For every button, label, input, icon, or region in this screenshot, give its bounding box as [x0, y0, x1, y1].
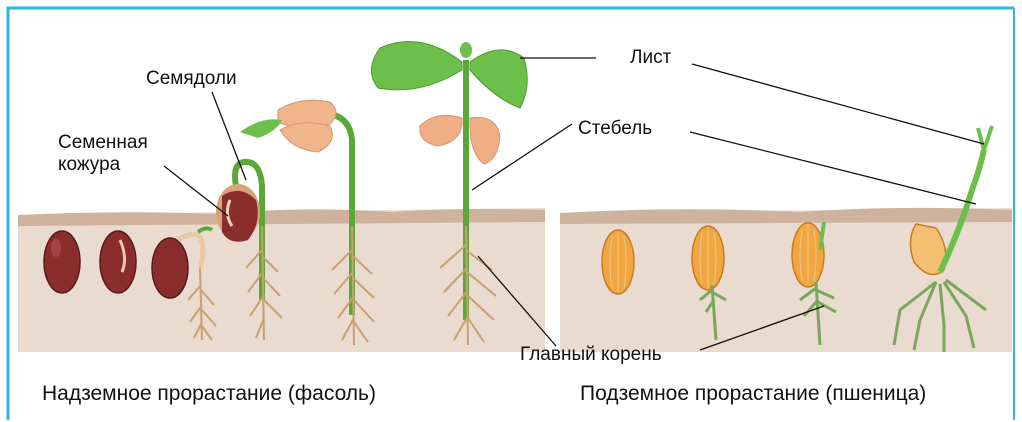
leader-seed-coat	[164, 166, 228, 216]
bean-seed-1	[44, 231, 80, 293]
caption-epigeal: Надземное прорастание (фасоль)	[42, 382, 376, 406]
bean-leaf-right	[470, 50, 527, 108]
label-main-root: Главный корень	[520, 344, 662, 366]
caption-hypogeal: Подземное прорастание (пшеница)	[580, 382, 926, 406]
bean-seed-3	[152, 238, 188, 298]
leader-cotyledons	[212, 92, 246, 180]
label-cotyledons: Семядоли	[146, 68, 237, 90]
label-seed-coat-line2: кожура	[58, 154, 120, 176]
leader-leaf-wheat	[692, 64, 984, 144]
label-stem: Стебель	[578, 118, 652, 140]
label-seed-coat-line1: Семенная	[58, 132, 148, 154]
leader-stem-wheat	[690, 132, 976, 204]
bean-seed-2	[100, 231, 136, 293]
label-leaf: Лист	[630, 47, 671, 69]
bean-leaf-left	[371, 42, 462, 90]
